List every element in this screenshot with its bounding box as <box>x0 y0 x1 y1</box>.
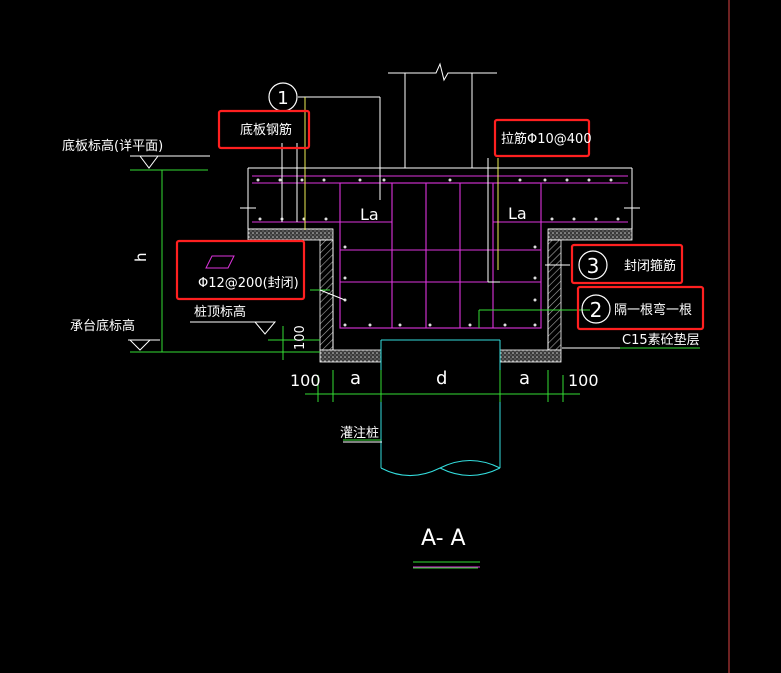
slab-outline <box>240 167 640 230</box>
pit-inner-outline <box>332 240 549 350</box>
label-dim-100-left: 100 <box>290 371 321 390</box>
label-la-left: La <box>360 205 379 224</box>
rebar-dots <box>256 178 620 327</box>
section-title: A- A <box>421 526 466 551</box>
label-pile-top-elev: 桩顶标高 <box>194 304 246 320</box>
rebar-cage <box>252 175 628 329</box>
label-la-right: La <box>508 204 527 223</box>
svg-text:拉筋Φ10@400: 拉筋Φ10@400 <box>501 131 592 147</box>
pit-wall-left <box>319 239 334 351</box>
pit-wall-right <box>547 239 562 351</box>
svg-text:Φ12@200(封闭): Φ12@200(封闭) <box>198 276 299 291</box>
cushion-bottom-right <box>499 349 562 363</box>
callout-3: 3 <box>578 250 608 280</box>
label-bored-pile: 灌注桩 <box>340 426 379 441</box>
svg-text:1: 1 <box>277 88 288 109</box>
elevation-markers <box>128 155 277 351</box>
svg-text:隔一根弯一根: 隔一根弯一根 <box>614 302 692 318</box>
label-dim-a-right: a <box>519 368 530 389</box>
box-tie-bar: 拉筋Φ10@400 <box>493 118 592 158</box>
box-bend-every-other: 隔一根弯一根 <box>576 285 705 331</box>
cushion-bottom-left <box>319 349 382 363</box>
svg-text:封闭箍筋: 封闭箍筋 <box>624 258 676 274</box>
label-height: h <box>132 252 150 262</box>
label-dim-100-vertical: 100 <box>293 325 308 350</box>
leader-lines <box>281 96 620 443</box>
cushion-left-top <box>247 228 334 241</box>
label-cap-bottom-elev: 承台底标高 <box>70 318 135 334</box>
label-dim-100-right: 100 <box>568 371 599 390</box>
label-c15-cushion: C15素砼垫层 <box>622 332 700 348</box>
label-bottom-slab-elev: 底板标高(详平面) <box>62 138 163 154</box>
svg-text:3: 3 <box>587 254 600 278</box>
box-closed-stirrup: 封闭箍筋 <box>570 243 684 285</box>
svg-text:底板钢筋: 底板钢筋 <box>240 122 292 138</box>
label-dim-a-left: a <box>350 368 361 389</box>
stirrup-shape-icon <box>205 255 235 269</box>
svg-text:2: 2 <box>590 298 603 322</box>
cushion-right-top <box>547 228 633 241</box>
label-dim-d: d <box>436 368 447 389</box>
bored-pile <box>380 339 501 476</box>
callout-2: 2 <box>581 294 611 324</box>
yellow-leaders <box>304 97 499 270</box>
column-above <box>388 62 497 168</box>
callout-1: 1 <box>268 82 298 112</box>
box-rebar-spec: Φ12@200(封闭) <box>175 239 306 301</box>
box-bottom-rebar: 底板钢筋 <box>217 109 311 150</box>
